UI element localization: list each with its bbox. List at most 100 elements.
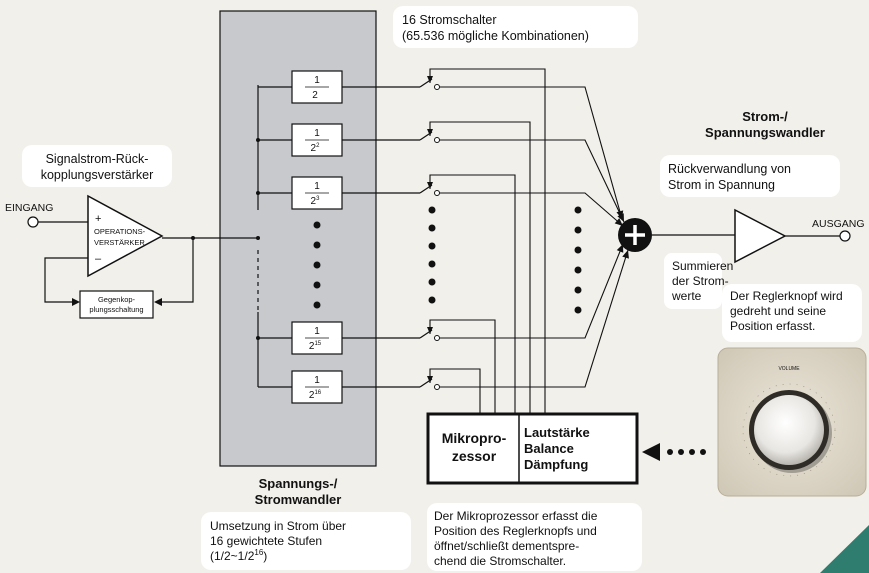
switches-callout	[393, 6, 638, 48]
mcu-desc-line3: öffnet/schließt dementspre-	[434, 539, 579, 553]
microprocessor-block	[426, 412, 639, 485]
switch-control-arrow	[427, 129, 433, 136]
weight-base: 2	[311, 196, 317, 207]
vi-desc-line2: 16 gewichtete Stufen	[210, 534, 322, 548]
weight-exponent: 15	[314, 341, 321, 347]
volume-knob[interactable]	[754, 395, 824, 465]
iv-converter-symbol	[734, 208, 787, 264]
weight-denominator: 2	[312, 90, 318, 101]
mcu-function-balance: Balance	[524, 441, 574, 456]
iv-converter-title-line2: Spannungswandler	[705, 125, 825, 140]
weight-numerator: 1	[314, 326, 320, 337]
op-amp-minus: –	[95, 253, 102, 265]
switch-control-arrow	[427, 76, 433, 83]
weight-exponent: 2	[316, 143, 320, 149]
feedback-label-line1: Gegenkop-	[98, 295, 136, 304]
amplifier-callout	[22, 145, 172, 187]
summing-line2: der Strom-	[672, 274, 729, 288]
control-arrow-dots	[667, 449, 706, 455]
switch-contact	[434, 384, 440, 390]
switch-control-arrow	[427, 327, 433, 334]
current-path-arrow	[616, 244, 624, 253]
corner-decoration	[820, 525, 869, 573]
weight-exponent: 3	[316, 196, 320, 202]
switch-control-wire	[429, 319, 496, 414]
output-label: AUSGANG	[812, 218, 865, 230]
mcu-function-attenuation: Dämpfung	[524, 457, 588, 472]
current-path-wire	[439, 86, 623, 220]
current-path-wire	[439, 249, 629, 388]
microprocessor-label-line2: zessor	[452, 448, 497, 464]
knob-desc-line2: gedreht und seine	[730, 304, 826, 318]
junction-dot	[191, 236, 195, 240]
mcu-desc-line1: Der Mikroprozessor erfasst die	[434, 509, 598, 523]
feedback-wire-right	[160, 238, 194, 303]
ellipsis-dots-switches	[428, 206, 436, 304]
switch-control-arrow	[427, 182, 433, 189]
control-arrow-head	[642, 443, 660, 461]
iv-converter-callout	[660, 155, 840, 197]
op-amp-symbol	[87, 194, 164, 278]
weight-numerator: 1	[314, 75, 320, 86]
weight-base: 2	[311, 143, 317, 154]
feedback-arrow-left	[72, 298, 80, 306]
switches-title-line2: (65.536 mögliche Kombinationen)	[402, 29, 589, 43]
weight-denominator: 215	[309, 341, 322, 352]
knob-callout	[722, 284, 862, 342]
microprocessor-label-line1: Mikropro-	[442, 430, 507, 446]
feedback-wire-left	[44, 257, 88, 303]
knob-label: VOLUME	[778, 366, 800, 372]
output-terminal	[839, 230, 851, 242]
iv-converter-title-line1: Strom-/	[742, 109, 788, 124]
switch-contact	[434, 190, 440, 196]
switch-contact	[434, 137, 440, 143]
weight-denominator: 22	[311, 143, 321, 154]
weight-numerator: 1	[314, 375, 320, 386]
weight-numerator: 1	[314, 128, 320, 139]
feedback-circuit-box	[79, 290, 154, 319]
current-path-arrow	[614, 218, 623, 226]
weight-denominator: 216	[309, 390, 322, 401]
vi-converter-title-line1: Spannungs-/	[259, 476, 338, 491]
feedback-label-line2: plungsschaltung	[89, 305, 143, 314]
vi-desc-line1: Umsetzung in Strom über	[210, 519, 346, 533]
input-label: EINGANG	[5, 202, 53, 214]
op-amp-label-line1: OPERATIONS-	[94, 227, 146, 236]
junction-dot	[256, 236, 260, 240]
summing-line3: werte	[671, 289, 702, 303]
current-path-wire	[439, 192, 624, 227]
feedback-arrow-right	[154, 298, 162, 306]
knob-scale	[742, 383, 836, 477]
weight-numerator: 1	[314, 181, 320, 192]
current-path-wire	[439, 243, 624, 339]
switches-title-line1: 16 Stromschalter	[402, 13, 496, 27]
amplifier-title-line1: Signalstrom-Rück-	[46, 152, 149, 166]
knob-desc-line1: Der Reglerknopf wird	[730, 289, 843, 303]
weight-exponent: 16	[314, 390, 321, 396]
summing-line1: Summieren	[672, 259, 733, 273]
vi-converter-callout	[201, 512, 411, 570]
switch-contact	[434, 84, 440, 90]
knob-desc-line3: Position erfasst.	[730, 319, 815, 333]
switch-control-wire	[429, 174, 516, 414]
mcu-function-volume: Lautstärke	[524, 425, 590, 440]
vi-converter-title-line2: Stromwandler	[255, 492, 342, 507]
mcu-desc-line4: chend die Stromschalter.	[434, 554, 566, 568]
weight-base: 2	[309, 341, 315, 352]
current-path-arrow	[622, 250, 629, 259]
weight-denominator: 23	[311, 196, 321, 207]
vi-desc-line3: (1/2~1/216)	[210, 548, 267, 563]
switch-contact	[434, 335, 440, 341]
current-path-wire	[439, 139, 625, 223]
switch-control-arrow	[427, 376, 433, 383]
ellipsis-dots-sum	[574, 206, 582, 314]
iv-converter-desc-line2: Strom in Spannung	[668, 178, 775, 192]
summing-callout	[664, 253, 722, 309]
input-terminal	[27, 216, 39, 228]
weight-base: 2	[312, 90, 318, 101]
switch-control-wire	[429, 68, 546, 414]
current-path-arrow	[617, 213, 624, 222]
microprocessor-callout	[427, 503, 642, 571]
